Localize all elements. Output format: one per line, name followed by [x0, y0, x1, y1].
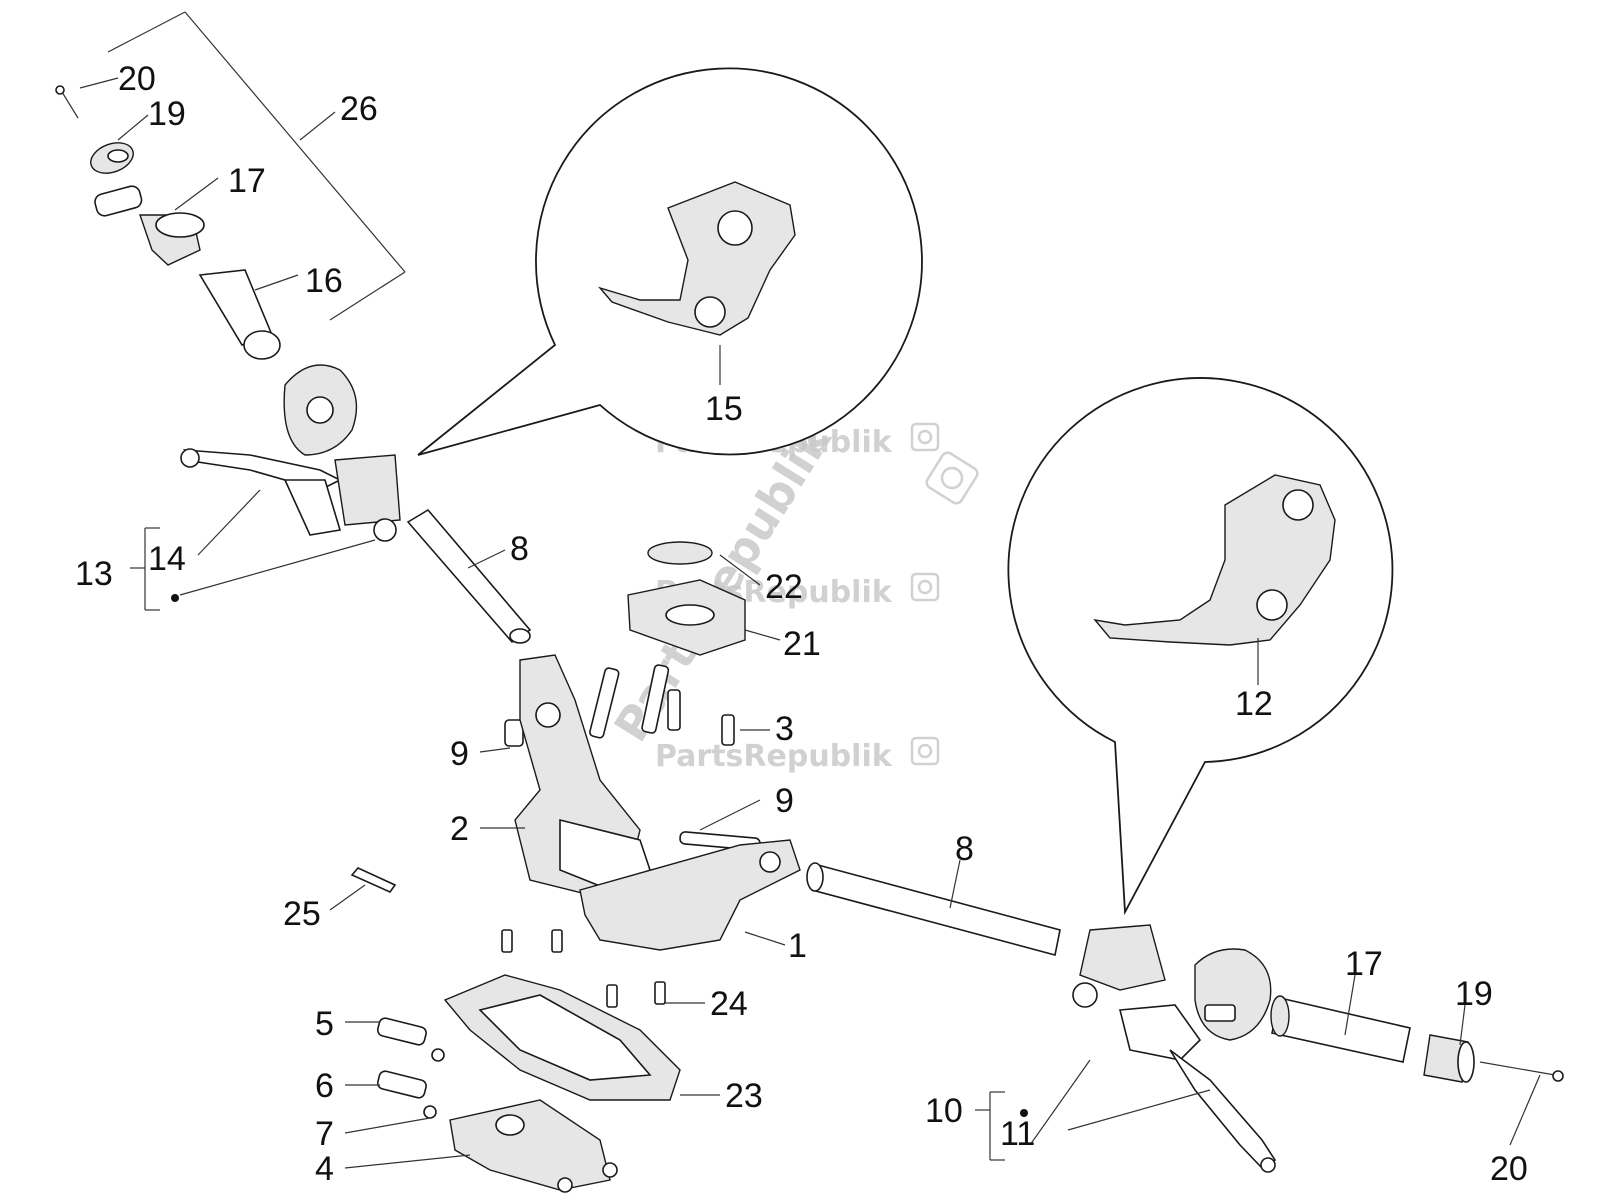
callout-14: 14 [148, 540, 186, 578]
watermark-logo-icon-diagonal [925, 451, 979, 505]
callout-13: 13 [75, 555, 113, 593]
switch-cover-right-part [1093, 474, 1336, 646]
detail-bubble-right [1007, 377, 1394, 916]
callout-22: 22 [765, 568, 803, 606]
callout-17-top: 17 [228, 162, 266, 200]
center-upper-parts [627, 541, 746, 656]
center-bolts [504, 664, 735, 747]
callout-8-left: 8 [510, 530, 529, 568]
callout-5: 5 [315, 1005, 334, 1043]
callout-20-top: 20 [118, 60, 156, 98]
leader-lines [79, 11, 1541, 1169]
watermark-logo-icon-3 [910, 736, 940, 766]
callout-16: 16 [305, 262, 343, 300]
callout-labels: 20 19 26 17 16 15 14 13 8 22 21 3 9 2 9 … [75, 60, 1528, 1188]
right-grip-assembly [1270, 995, 1564, 1083]
detail-bubble-left [417, 67, 923, 456]
callout-15: 15 [705, 390, 743, 428]
bullet-dot-left [171, 594, 179, 602]
callout-9-right: 9 [775, 782, 794, 820]
watermark-logo-icon-2 [910, 572, 940, 602]
callout-17-right: 17 [1345, 945, 1383, 983]
callout-1: 1 [788, 927, 807, 965]
callout-24: 24 [710, 985, 748, 1023]
callout-25: 25 [283, 895, 321, 933]
callout-9-left: 9 [450, 735, 469, 773]
callout-10: 10 [925, 1092, 963, 1130]
watermark-text-3: PartsRepublik [655, 739, 893, 774]
upper-riser-part [514, 654, 651, 896]
right-brake-assembly [1072, 924, 1277, 1173]
callout-8-right: 8 [955, 830, 974, 868]
callout-26: 26 [340, 90, 378, 128]
bullet-dot-right [1020, 1109, 1028, 1117]
pin-part [350, 867, 397, 893]
left-grip-assembly [55, 85, 401, 542]
watermark-logo-icon-1 [910, 422, 940, 452]
callout-19-right: 19 [1455, 975, 1493, 1013]
callout-23: 23 [725, 1077, 763, 1115]
base-cover-part [443, 974, 681, 1101]
right-handlebar-tube [806, 862, 1061, 956]
callout-6: 6 [315, 1067, 334, 1105]
caliper-assembly [376, 1017, 618, 1193]
callout-2: 2 [450, 810, 469, 848]
callout-19-top: 19 [148, 95, 186, 133]
lower-riser-part [579, 831, 801, 951]
small-bolts [501, 929, 666, 1008]
left-handlebar-tube [406, 508, 532, 644]
callout-4: 4 [315, 1150, 334, 1188]
callout-3: 3 [775, 710, 794, 748]
callout-7: 7 [315, 1115, 334, 1153]
callout-12: 12 [1235, 685, 1273, 723]
callout-20-right: 20 [1490, 1150, 1528, 1188]
switch-cover-left-part [597, 181, 796, 336]
callout-11: 11 [1000, 1115, 1035, 1153]
callout-21: 21 [783, 625, 821, 663]
